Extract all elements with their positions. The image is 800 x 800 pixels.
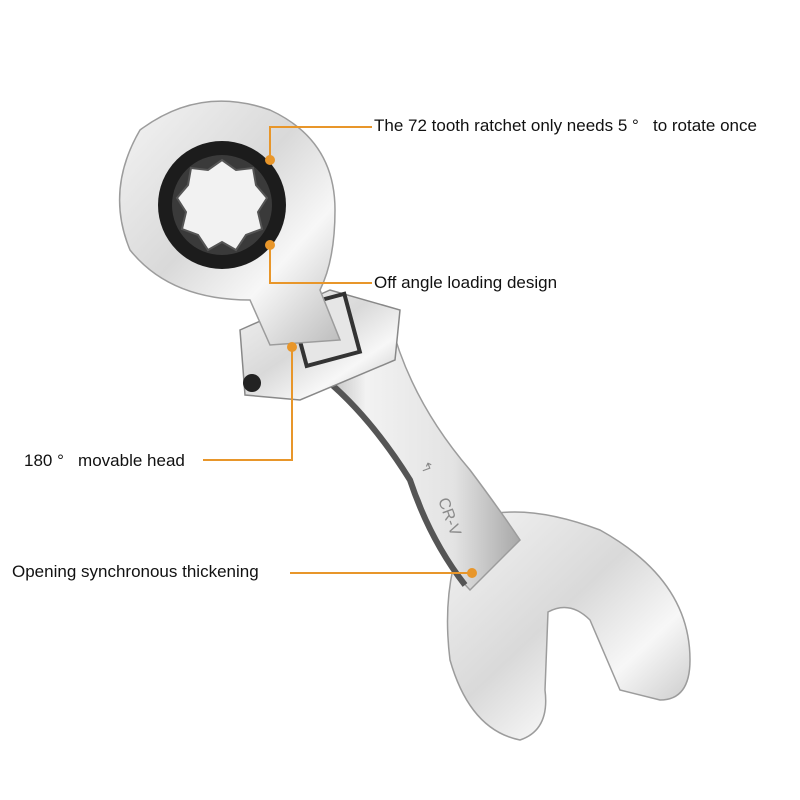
callout-dots <box>265 155 477 578</box>
callout-dot <box>265 240 275 250</box>
callout-opening-thickening: Opening synchronous thickening <box>12 562 259 581</box>
arrow-rotate-icon: ↰ <box>416 459 435 475</box>
callout-dot <box>467 568 477 578</box>
ratchet-ring-head <box>118 100 342 346</box>
callout-ratchet-teeth: The 72 tooth ratchet only needs 5 ° to r… <box>374 116 757 135</box>
callout-dot <box>287 342 297 352</box>
hinge-pin-icon <box>243 374 261 392</box>
callout-movable-head: 180 ° movable head <box>24 451 185 470</box>
callout-line-ratchet <box>269 126 372 160</box>
callout-off-angle: Off angle loading design <box>374 273 558 292</box>
callout-dot <box>265 155 275 165</box>
callout-line-off-angle <box>269 245 372 284</box>
callout-line-movable-head <box>203 347 293 461</box>
open-end-jaw <box>446 511 691 741</box>
callout-lines <box>203 126 472 574</box>
